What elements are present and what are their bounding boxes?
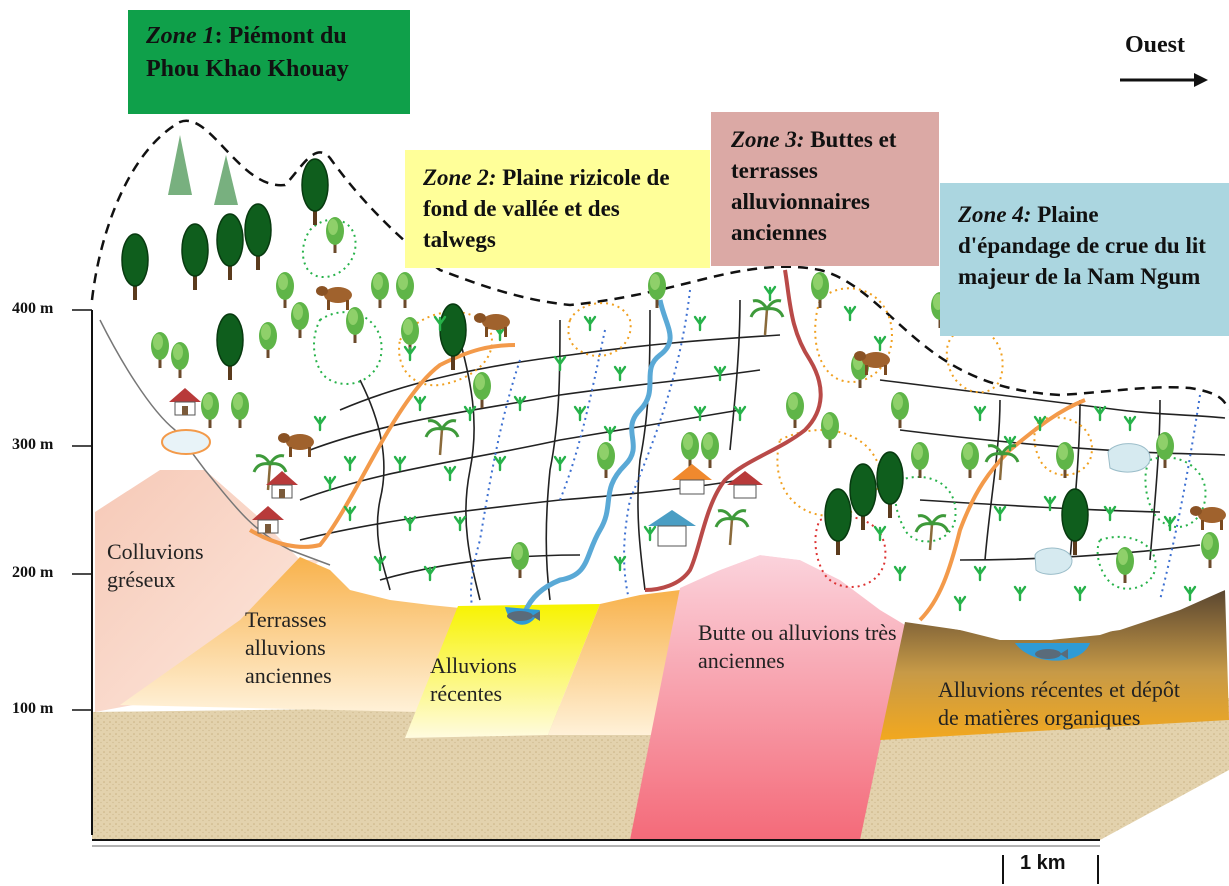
zone-4-label: Zone 4: Plaine d'épandage de crue du lit… (940, 183, 1229, 336)
pond (1035, 548, 1072, 574)
layer-label-butte: Butte ou alluvions très anciennes (698, 619, 898, 675)
zone-3-title: Zone 3: (731, 127, 804, 152)
direction-label: Ouest (1125, 32, 1185, 59)
altitude-label: 400 m (12, 300, 53, 318)
layer-label-alluvions-mo: Alluvions récentes et dépôt de matières … (938, 676, 1180, 732)
scale-label: 1 km (1020, 852, 1066, 875)
altitude-label: 300 m (12, 436, 53, 454)
altitude-label: 100 m (12, 700, 53, 718)
pond (1108, 444, 1150, 472)
zone-1-label: Zone 1: Piémont du Phou Khao Khouay (128, 10, 410, 114)
layer-label-colluvions: Colluvions gréseux (107, 538, 237, 594)
zone-2-title: Zone 2: (423, 165, 496, 190)
layer-label-terrasses: Terrasses alluvions anciennes (245, 606, 365, 690)
altitude-label: 200 m (12, 564, 53, 582)
altitude-ticks (72, 310, 92, 710)
pond (162, 430, 210, 454)
zone-2-label: Zone 2: Plaine rizicole de fond de vallé… (405, 150, 710, 268)
zone-4-title: Zone 4: (958, 202, 1031, 227)
zone-3-label: Zone 3: Buttes et terrasses alluvionnair… (711, 112, 939, 266)
layer-label-alluvions-recentes: Alluvions récentes (430, 652, 550, 708)
zone-1-title: Zone 1 (146, 23, 215, 49)
west-arrow-icon (1120, 73, 1208, 87)
